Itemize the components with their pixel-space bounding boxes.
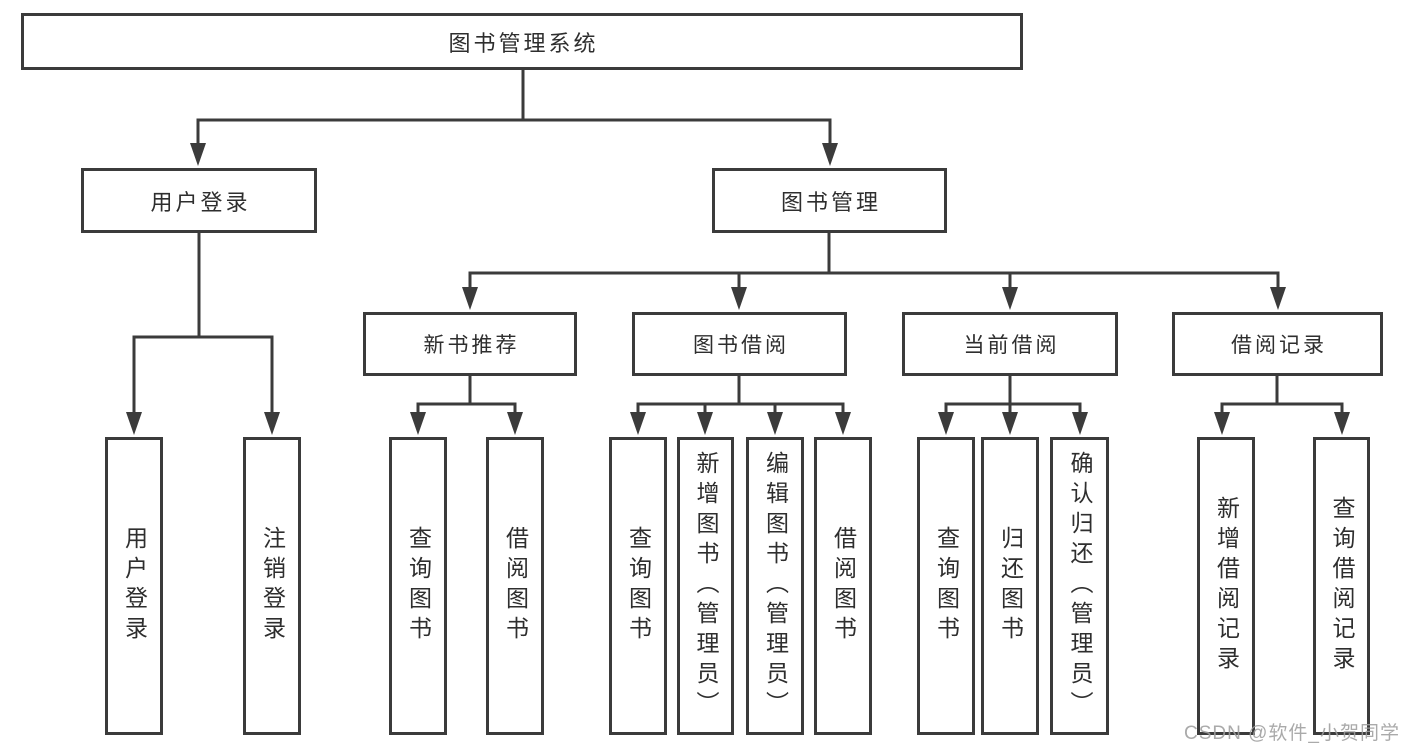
csdn-watermark: CSDN @软件_小贺同学 [1184,723,1400,744]
edge-borrowing-records-stems [1220,404,1344,420]
arrowheads [126,143,1350,435]
node-leaf-edit-book-admin: 编辑图书（管理员） [746,437,804,735]
node-leaf-query-books-1: 查询图书 [389,437,447,735]
node-leaf-query-borrow-record: 查询借阅记录 [1313,437,1370,735]
node-leaf-borrow-books-2: 借阅图书 [814,437,872,735]
node-current-borrowing: 当前借阅 [902,312,1118,376]
node-leaf-return-book: 归还图书 [981,437,1039,735]
node-leaf-add-book-admin: 新增图书（管理员） [677,437,734,735]
leaf-label: 查询图书 [405,526,432,646]
leaf-label: 编辑图书（管理员） [762,451,789,721]
node-user-login: 用户登录 [81,168,317,233]
leaf-label: 归还图书 [997,526,1024,646]
node-new-book-recommend: 新书推荐 [363,312,577,376]
leaf-label: 用户登录 [121,526,148,646]
node-leaf-borrow-books-1: 借阅图书 [486,437,544,735]
node-root-system: 图书管理系统 [21,13,1023,70]
leaf-label: 新增图书（管理员） [693,451,719,721]
leaf-label: 新增借阅记录 [1213,496,1240,676]
node-leaf-query-books-3: 查询图书 [917,437,975,735]
leaf-label: 查询图书 [625,526,652,646]
leaf-label: 查询借阅记录 [1329,496,1355,676]
node-borrowing-records: 借阅记录 [1172,312,1383,376]
node-leaf-add-borrow-record: 新增借阅记录 [1197,437,1255,735]
node-leaf-query-books-2: 查询图书 [609,437,667,735]
edge-book-borrowing-stems [636,404,845,420]
node-leaf-logout: 注销登录 [243,437,301,735]
edge-new-book-stems [416,404,517,420]
leaf-label: 注销登录 [259,526,286,646]
leaf-label: 确认归还（管理员） [1067,451,1093,721]
node-book-management: 图书管理 [712,168,947,233]
leaf-label: 借阅图书 [830,526,857,646]
leaf-label: 查询图书 [933,526,960,646]
node-book-borrowing: 图书借阅 [632,312,847,376]
node-leaf-confirm-return-admin: 确认归还（管理员） [1050,437,1109,735]
node-leaf-user-login: 用户登录 [105,437,163,735]
leaf-label: 借阅图书 [502,526,529,646]
